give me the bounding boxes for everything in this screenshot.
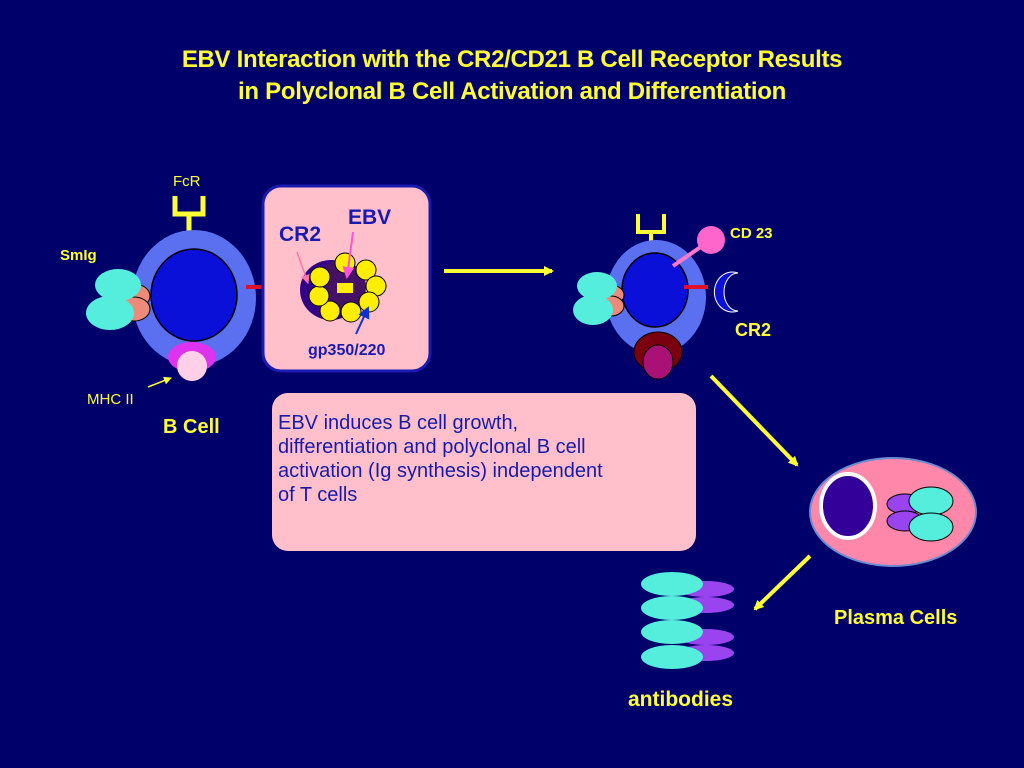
cr2-crescent-icon bbox=[713, 271, 739, 313]
antibodies-label: antibodies bbox=[628, 688, 734, 711]
mhc-ii-label: MHC II bbox=[87, 391, 134, 408]
plasma-cell bbox=[809, 457, 977, 567]
cr2-label-2: CR2 bbox=[735, 320, 772, 340]
b-cell-nucleus bbox=[150, 248, 238, 342]
cd23-receptor-icon bbox=[697, 226, 725, 254]
note-line: activation (Ig synthesis) independent bbox=[278, 460, 603, 482]
gp350-pointer-arrow bbox=[355, 306, 370, 335]
smig-label: SmIg bbox=[60, 247, 97, 264]
slide-title: EBV Interaction with the CR2/CD21 B Cell… bbox=[0, 44, 1024, 108]
note-line: of T cells bbox=[278, 484, 358, 506]
mhc-pointer-arrow bbox=[147, 376, 172, 388]
smig-receptor-icon-2 bbox=[573, 272, 625, 325]
secretion-arrow bbox=[753, 554, 812, 611]
cr2-pointer-arrow bbox=[296, 251, 310, 284]
ebv-pointer-arrow bbox=[342, 231, 355, 279]
title-line-1: EBV Interaction with the CR2/CD21 B Cell… bbox=[181, 46, 843, 73]
note-line: EBV induces B cell growth, bbox=[278, 412, 519, 434]
b-cell bbox=[86, 196, 290, 388]
cd23-stalk-icon bbox=[671, 244, 704, 268]
activated-b-cell bbox=[573, 214, 739, 380]
note-line: differentiation and polyclonal B cell bbox=[278, 436, 586, 458]
fcr-label: FcR bbox=[173, 173, 201, 190]
mhc-ii-icon bbox=[168, 342, 216, 381]
plasma-nucleus bbox=[819, 472, 877, 540]
cr2-label: CR2 bbox=[279, 223, 322, 246]
antibodies-icon bbox=[641, 572, 734, 669]
b-cell-label: B Cell bbox=[163, 416, 220, 438]
cd23-label: CD 23 bbox=[730, 225, 773, 242]
gp350-label: gp350/220 bbox=[308, 342, 386, 359]
differentiation-arrow bbox=[709, 374, 799, 467]
plasma-cells-label: Plasma Cells bbox=[834, 607, 958, 629]
smig-receptor-icon bbox=[86, 269, 151, 330]
ebv-label: EBV bbox=[348, 206, 392, 229]
title-line-2: in Polyclonal B Cell Activation and Diff… bbox=[238, 78, 786, 105]
summary-note: EBV induces B cell growth, differentiati… bbox=[272, 393, 696, 551]
ebv-panel bbox=[261, 184, 432, 373]
mhc-ii-icon-2 bbox=[633, 331, 683, 380]
